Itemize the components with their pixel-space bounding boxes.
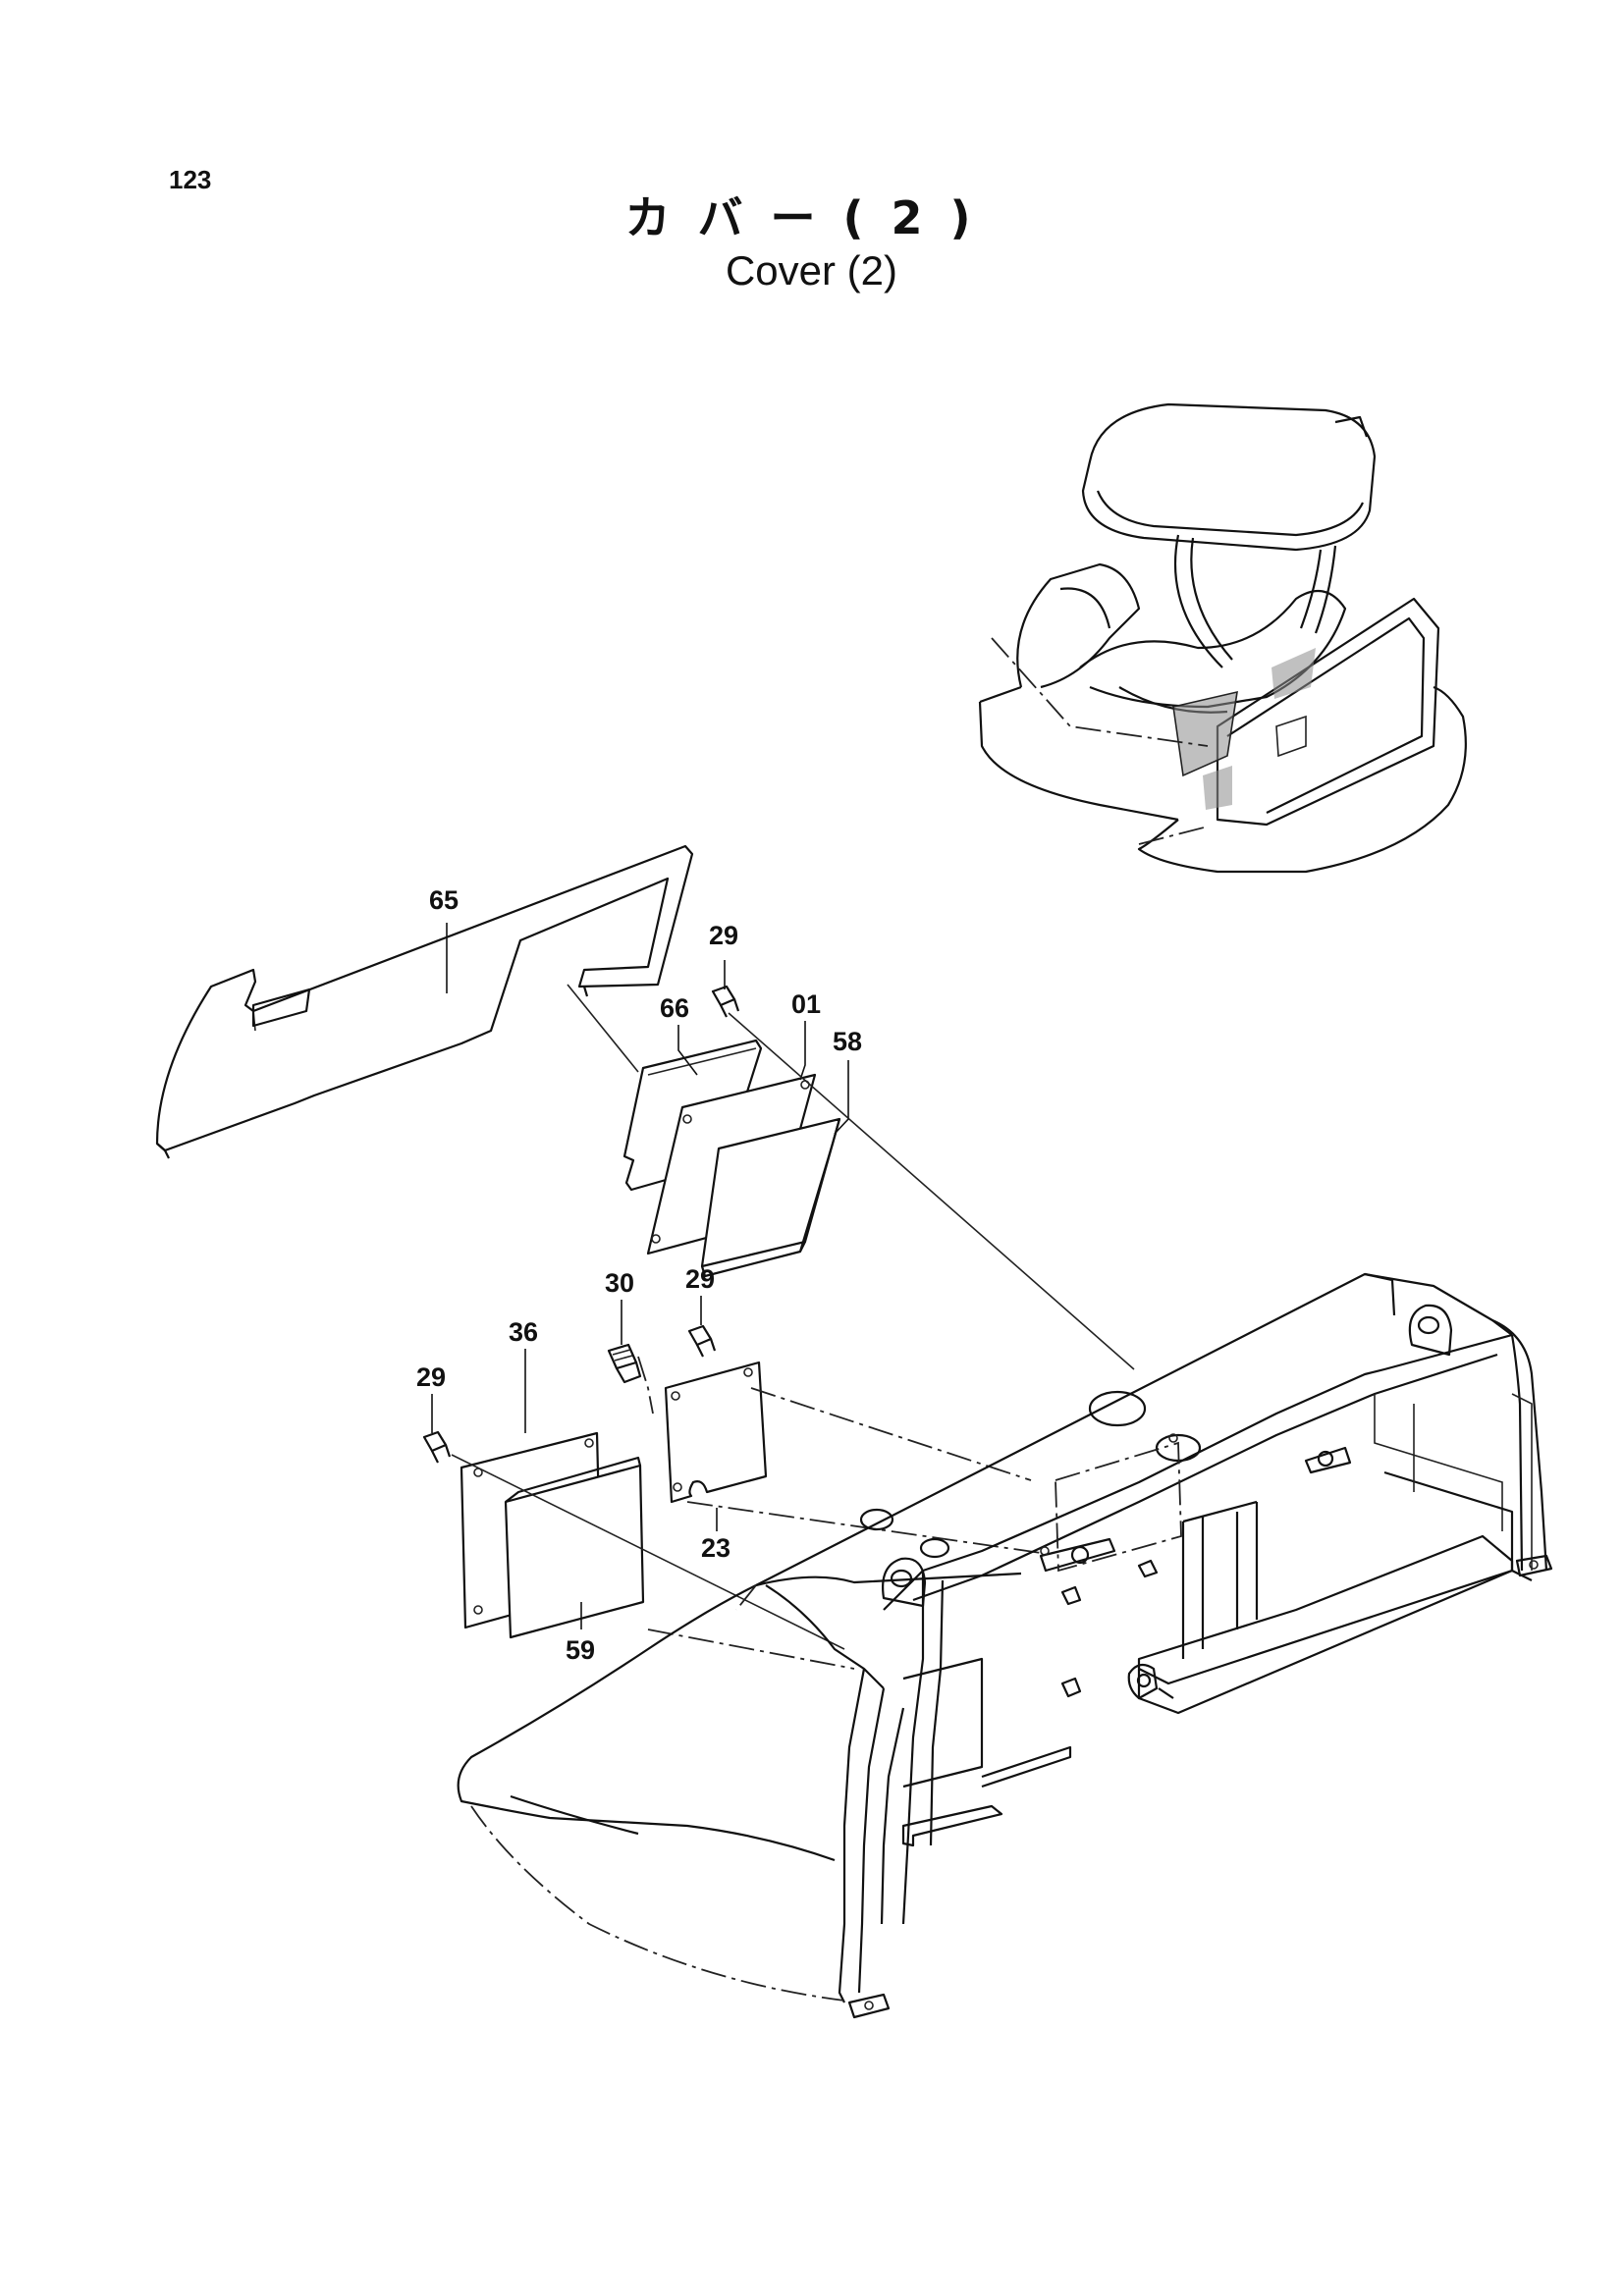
page-title-english: Cover (2) bbox=[725, 247, 898, 294]
callout-labels: 65 29 66 01 58 30 29 36 29 23 59 bbox=[416, 885, 862, 1665]
callout-01: 01 bbox=[791, 989, 821, 1019]
callout-30: 30 bbox=[605, 1268, 634, 1298]
bolt-29-middle bbox=[687, 1324, 717, 1358]
callout-58: 58 bbox=[833, 1027, 862, 1056]
part-23-plate bbox=[664, 1361, 768, 1504]
callout-36: 36 bbox=[509, 1317, 538, 1347]
callout-65: 65 bbox=[429, 885, 459, 915]
assembly-guide-lines bbox=[451, 984, 1135, 1670]
page-title-japanese: カバー(2) bbox=[624, 191, 999, 244]
part-59-block bbox=[504, 1456, 645, 1639]
bolt-29-top bbox=[711, 985, 740, 1018]
callout-59: 59 bbox=[566, 1635, 595, 1665]
part-65-plate bbox=[155, 844, 694, 1159]
callout-29-top: 29 bbox=[709, 921, 738, 950]
callout-29-middle: 29 bbox=[685, 1264, 715, 1294]
callout-23: 23 bbox=[701, 1533, 730, 1563]
main-cover-housing bbox=[457, 1272, 1553, 2019]
callout-66: 66 bbox=[660, 993, 689, 1023]
part-58-block bbox=[700, 1117, 841, 1278]
page-number: 123 bbox=[169, 165, 212, 194]
bolt-29-left bbox=[422, 1430, 452, 1464]
callout-29-left: 29 bbox=[416, 1362, 446, 1392]
machine-overview-illustration bbox=[978, 402, 1467, 874]
nut-30 bbox=[607, 1343, 642, 1384]
